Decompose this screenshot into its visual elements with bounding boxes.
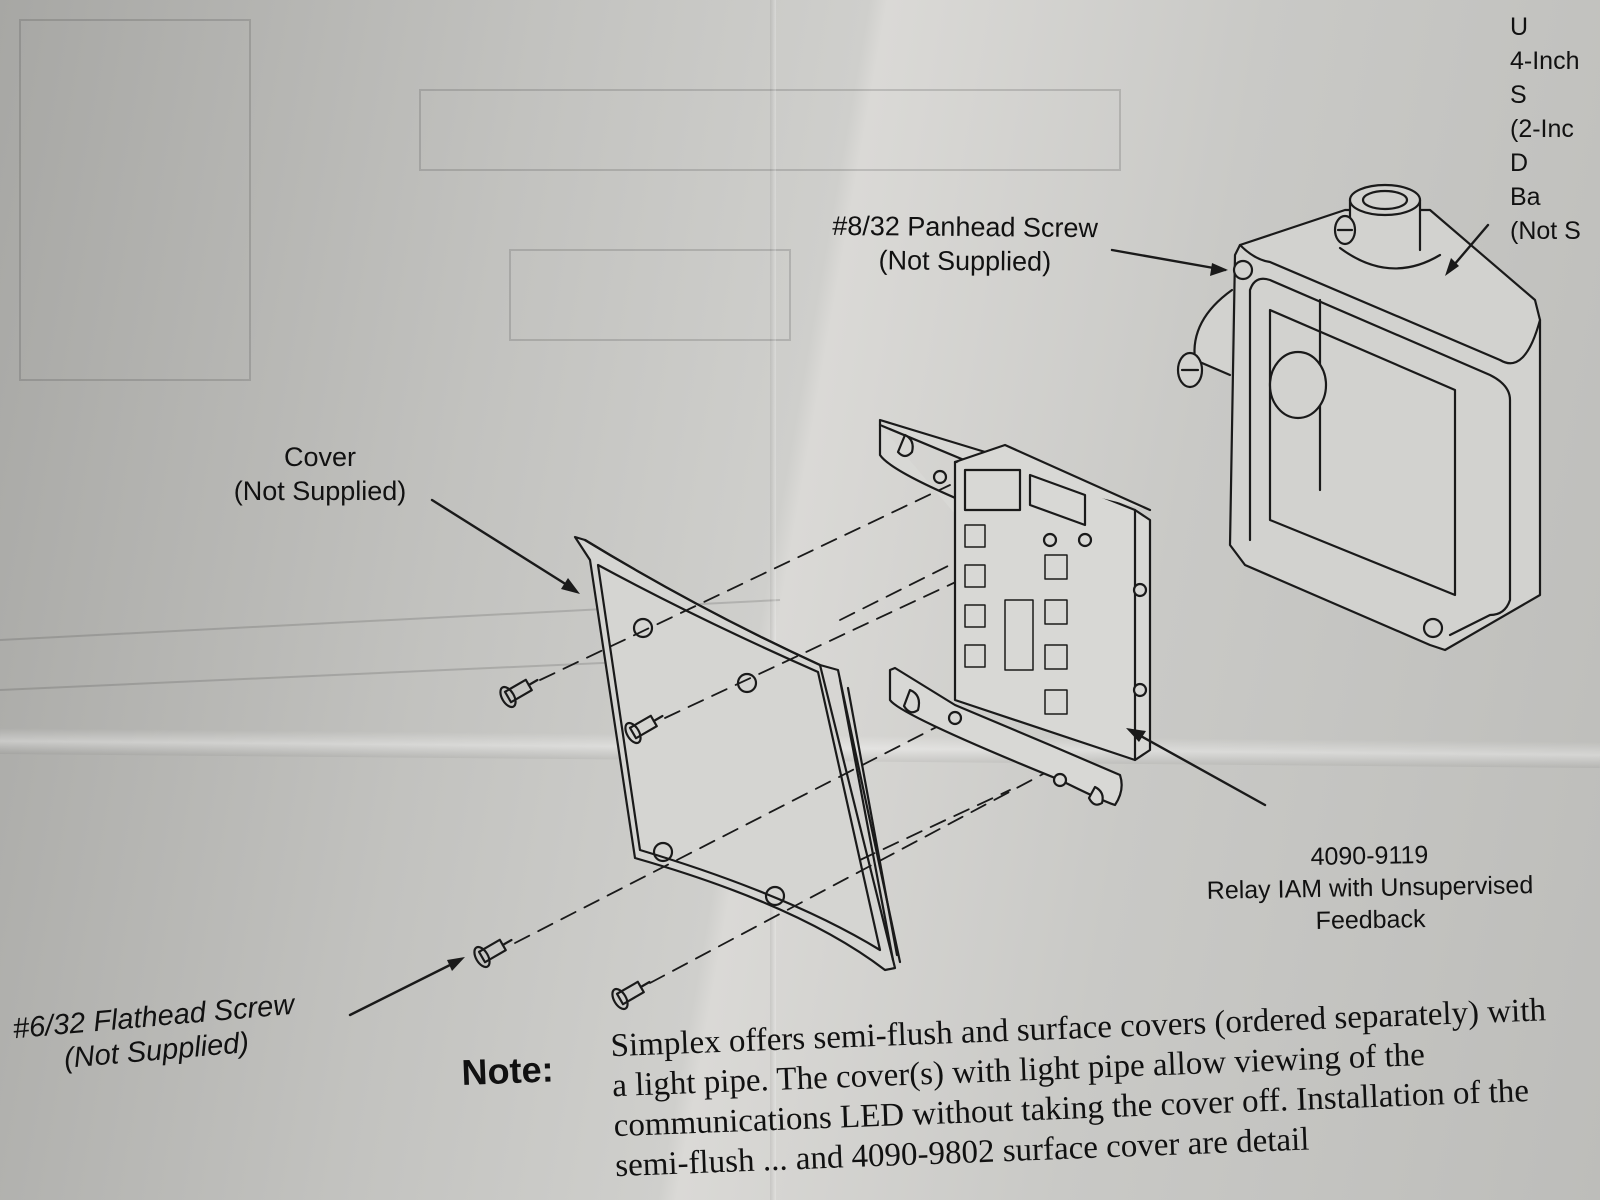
vertical-fold bbox=[770, 0, 776, 1200]
cover-label: Cover (Not Supplied) bbox=[210, 440, 430, 508]
electrical-box bbox=[1176, 183, 1542, 652]
box-label-cropped: U 4-Inch S (2-Inc D Ba (Not S bbox=[1510, 10, 1600, 248]
panhead-screw-title: #8/32 Panhead Screw bbox=[832, 210, 1099, 244]
box-label-line: U bbox=[1510, 13, 1529, 41]
box-label-line: (Not S bbox=[1510, 217, 1581, 245]
relay-module bbox=[878, 418, 1152, 807]
box-label-line: (2-Inc bbox=[1510, 115, 1574, 143]
cover-plate bbox=[573, 535, 902, 972]
relay-description-cont: Feedback bbox=[1315, 905, 1426, 935]
panhead-screw-note: (Not Supplied) bbox=[878, 245, 1052, 277]
box-label-line: S bbox=[1510, 81, 1527, 109]
alignment-lines bbox=[514, 484, 1061, 984]
box-label-line: D bbox=[1510, 149, 1529, 177]
cover-holes bbox=[632, 617, 786, 907]
panhead-screw-label: #8/32 Panhead Screw (Not Supplied) bbox=[815, 209, 1116, 280]
box-label-line: 4-Inch bbox=[1510, 47, 1580, 75]
cover-note: (Not Supplied) bbox=[233, 476, 407, 506]
relay-label: 4090-9119 Relay IAM with Unsupervised Fe… bbox=[1189, 837, 1551, 939]
cover-title: Cover bbox=[283, 442, 357, 472]
note-label: Note: bbox=[460, 1048, 555, 1093]
arrow-heads bbox=[447, 258, 1459, 971]
relay-description: Relay IAM with Unsupervised bbox=[1206, 871, 1534, 905]
flathead-screws bbox=[473, 678, 664, 1011]
box-label-line: Ba bbox=[1510, 183, 1541, 211]
